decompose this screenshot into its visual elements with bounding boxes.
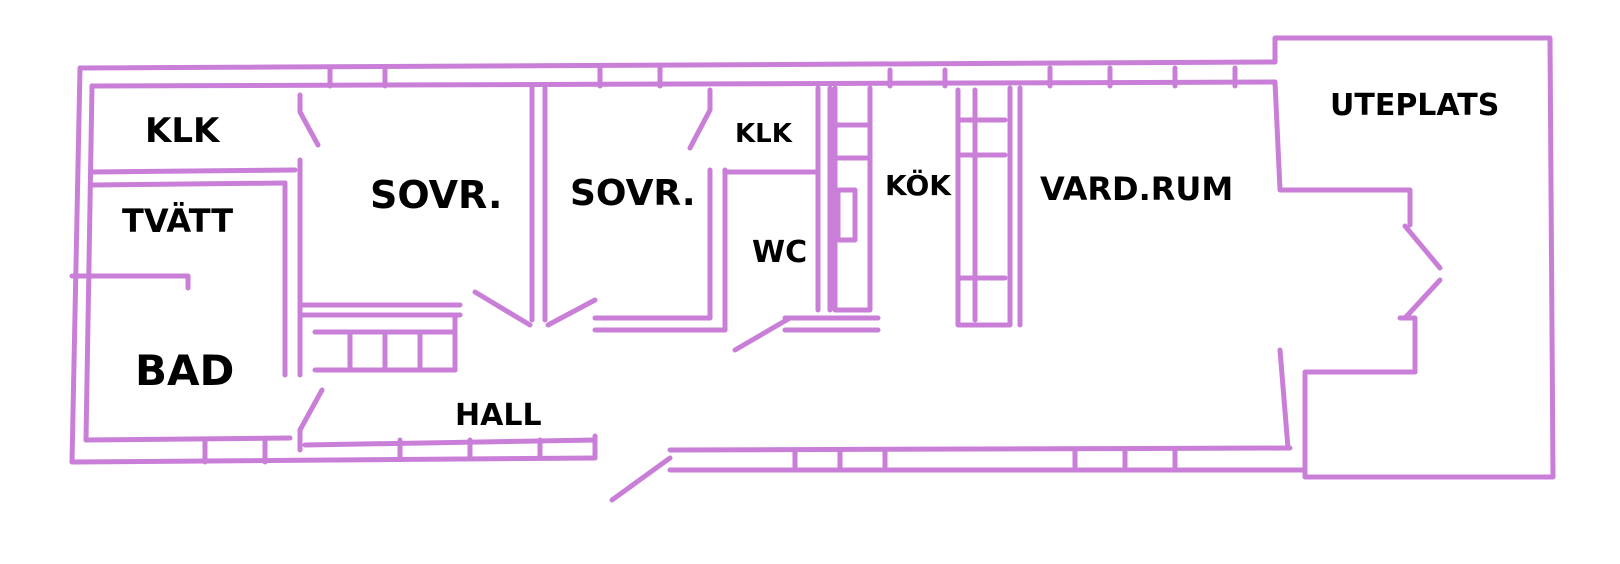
patio-inner [1272,79,1413,228]
room-label-wc: WC [752,235,807,270]
door-bath [297,387,325,453]
door-bed1 [472,289,533,328]
patio-door-2 [1402,277,1443,321]
patio-inner-side [1277,347,1291,451]
door-klk2 [687,87,713,151]
room-label-bad: BAD [135,346,234,395]
door-bed2 [545,297,598,328]
room-label-sovr-2: SOVR. [570,173,696,214]
walls [69,35,1556,503]
window-top-5 [887,67,948,89]
window-bottom-4 [792,447,888,473]
window-bottom-2 [397,437,473,461]
outer-wall-top [77,59,1278,71]
patio-outer [1272,35,1556,480]
window-bottom-3 [537,433,598,461]
patio-inner-lower [1397,315,1418,375]
window-bottom-1 [202,437,268,465]
outer-wall-left [69,65,83,465]
kitchen-counter-r [955,85,1013,328]
entrance-door [609,455,673,503]
room-label-vardrum: VARD.RUM [1040,170,1233,208]
outer-wall-bottom-right [667,445,1293,453]
wall-klk1-bottom [89,167,298,175]
wall-tvatt-bottom [69,273,191,291]
room-labels: KLK TVÄTT BAD SOVR. SOVR. KLK WC KÖK VAR… [122,88,1499,433]
kitchen-counter-l [832,85,873,313]
kitchen-sink [835,187,858,243]
window-top-7 [1172,65,1238,89]
patio-door-1 [1402,223,1443,271]
room-label-klk-2: KLK [735,119,793,149]
window-top-6 [1047,65,1113,89]
outer-wall-top-inner [89,79,1278,89]
room-label-hall: HALL [455,398,542,433]
outer-wall-bottom-left-2 [69,455,598,465]
outer-wall-bottom-left [83,435,293,443]
room-label-kok: KÖK [885,168,952,202]
wall-klk1-bottom-2 [89,180,288,188]
room-label-tvatt: TVÄTT [122,202,233,240]
room-label-sovr-1: SOVR. [370,173,502,217]
room-label-uteplats: UTEPLATS [1330,88,1499,123]
room-label-klk-1: KLK [145,111,221,151]
door-wc [732,315,793,353]
window-bottom-5 [1072,447,1178,473]
door-klk1 [297,92,321,148]
outer-wall-bottom-left-3 [302,437,598,448]
outer-wall-left-inner [83,83,95,443]
